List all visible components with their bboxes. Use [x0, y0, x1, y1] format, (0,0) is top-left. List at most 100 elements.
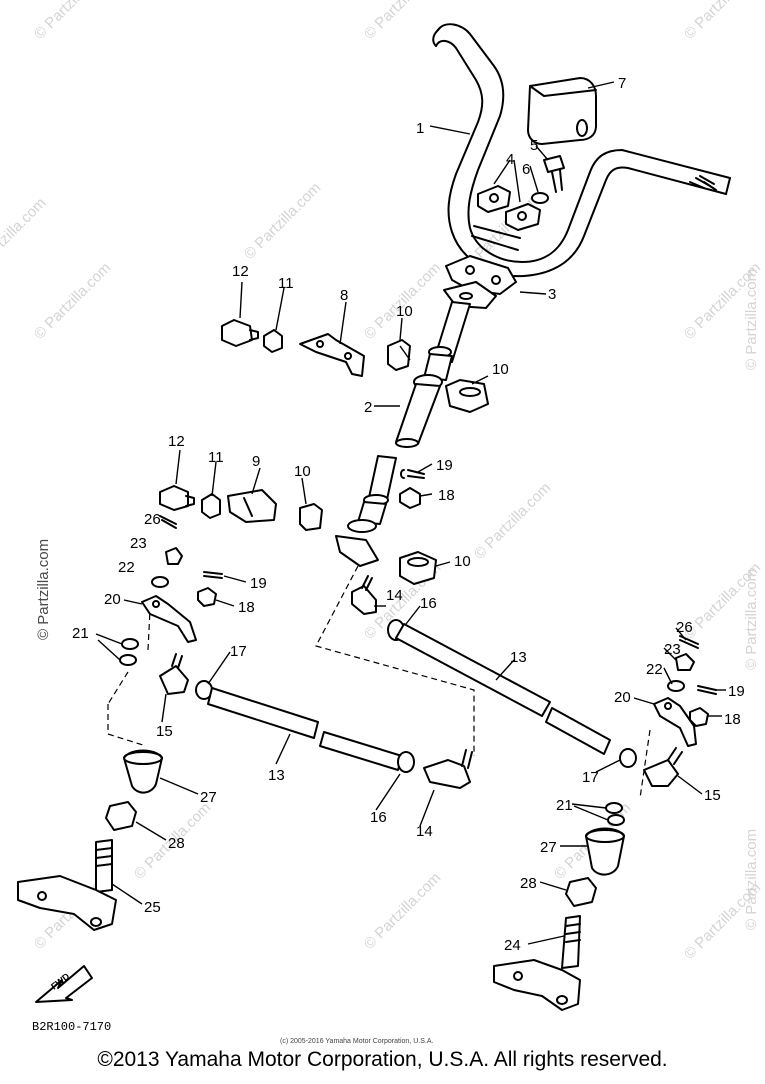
part-23-right [675, 653, 695, 671]
watermark: © Partzilla.com [241, 179, 324, 262]
watermark: © Partzilla.com [31, 259, 114, 342]
part-11-nut-top [263, 329, 283, 353]
fwd-arrow-icon: FWD [35, 965, 93, 1003]
callout-19-right: 19 [728, 683, 745, 700]
part-3-bracket [443, 255, 517, 309]
watermark-vertical: © Partzilla.com [35, 539, 52, 640]
assembly-lines [107, 565, 651, 799]
part-13-tie-rod-left [207, 687, 403, 771]
callout-14-left: 14 [416, 823, 433, 840]
callout-19-left: 19 [250, 575, 267, 592]
part-14-rod-end-left [423, 749, 473, 789]
callout-26-left: 26 [144, 511, 161, 528]
callout-12-mid: 12 [168, 433, 185, 450]
callout-24: 24 [504, 937, 521, 954]
watermark: © Partzilla.com [361, 0, 444, 43]
callout-17-right: 17 [582, 769, 599, 786]
callout-14-top: 14 [386, 587, 403, 604]
part-27-boot-right [585, 827, 625, 876]
part-9-bracket [227, 489, 277, 523]
callout-10-c: 10 [294, 463, 311, 480]
callout-9: 9 [252, 453, 260, 470]
part-10-bushing-c [299, 503, 323, 531]
part-19-right [697, 685, 717, 695]
part-19-pin-top [400, 469, 425, 479]
watermark-vertical: © Partzilla.com [743, 829, 760, 930]
callout-20-right: 20 [614, 689, 631, 706]
part-22-left [151, 576, 169, 588]
part-4-clamps [477, 185, 541, 231]
part-21-left [119, 638, 139, 666]
part-18-left [197, 587, 217, 607]
callout-16-left: 16 [370, 809, 387, 826]
callout-22-right: 22 [646, 661, 663, 678]
callout-21-right: 21 [556, 797, 573, 814]
part-6-washer [531, 192, 549, 204]
callout-26-right: 26 [676, 619, 693, 636]
figure-code: B2R100-7170 [32, 1020, 111, 1034]
part-17-right [619, 748, 637, 768]
watermark-vertical: © Partzilla.com [743, 569, 760, 670]
copyright-notice: ©2013 Yamaha Motor Corporation, U.S.A. A… [97, 1048, 668, 1071]
callout-7: 7 [618, 75, 626, 92]
callout-28-left: 28 [168, 835, 185, 852]
callout-2: 2 [364, 399, 372, 416]
watermark: © Partzilla.com [31, 0, 114, 43]
callout-4: 4 [506, 151, 514, 168]
callout-18-left: 18 [238, 599, 255, 616]
part-13-tie-rod-right [395, 623, 611, 755]
callout-19-top: 19 [436, 457, 453, 474]
part-12-bolt-mid [159, 485, 195, 511]
part-19-left [203, 571, 223, 579]
callout-12-top: 12 [232, 263, 249, 280]
callout-13-left: 13 [268, 767, 285, 784]
watermark: © Partzilla.com [361, 259, 444, 342]
callout-28-right: 28 [520, 875, 537, 892]
watermark: © Partzilla.com [361, 869, 444, 952]
part-18-nut-top [399, 487, 421, 509]
part-11-nut-mid [201, 493, 221, 519]
callout-11-mid: 11 [208, 449, 224, 466]
part-2-column [395, 301, 471, 448]
callout-5: 5 [530, 137, 538, 154]
part-26-left [159, 515, 177, 529]
part-20-arm-left [141, 595, 197, 643]
part-10-bushing-a [387, 339, 411, 371]
callout-15-left: 15 [156, 723, 173, 740]
part-25-knuckle-left [17, 839, 117, 931]
callout-10-b: 10 [492, 361, 509, 378]
callout-18-right: 18 [724, 711, 741, 728]
part-10-bushing-d [399, 551, 437, 585]
part-16-left [397, 751, 415, 773]
part-28-bushing-left [105, 801, 137, 831]
watermark: © Partzilla.com [471, 479, 554, 562]
callout-23-right: 23 [664, 641, 681, 658]
grip-knurling [689, 175, 717, 191]
callout-22-left: 22 [118, 559, 135, 576]
part-23-left [165, 547, 183, 565]
callout-labels: 1 7 5 4 6 3 2 12 11 8 10 10 12 11 9 10 1… [72, 75, 745, 954]
callout-13-right: 13 [510, 649, 527, 666]
callout-6: 6 [522, 161, 530, 178]
callout-15-right: 15 [704, 787, 721, 804]
callout-20-left: 20 [104, 591, 121, 608]
callout-3: 3 [548, 286, 556, 303]
part-10-bushing-b [445, 379, 489, 413]
part-lower-column [335, 455, 397, 567]
part-15-rod-end-right [643, 747, 683, 787]
part-28-bushing-right [565, 877, 597, 907]
callout-11-top: 11 [278, 275, 294, 292]
leader-lines [95, 81, 726, 945]
callout-1: 1 [416, 120, 424, 137]
handlebar [432, 23, 731, 278]
part-7-housing [527, 77, 597, 145]
part-20-arm-right [653, 697, 697, 747]
callout-18-top: 18 [438, 487, 455, 504]
part-27-boot-left [123, 749, 163, 794]
callout-23-left: 23 [130, 535, 147, 552]
part-8-plate [299, 333, 365, 377]
part-12-bolt-top [221, 319, 259, 347]
callout-8: 8 [340, 287, 348, 304]
